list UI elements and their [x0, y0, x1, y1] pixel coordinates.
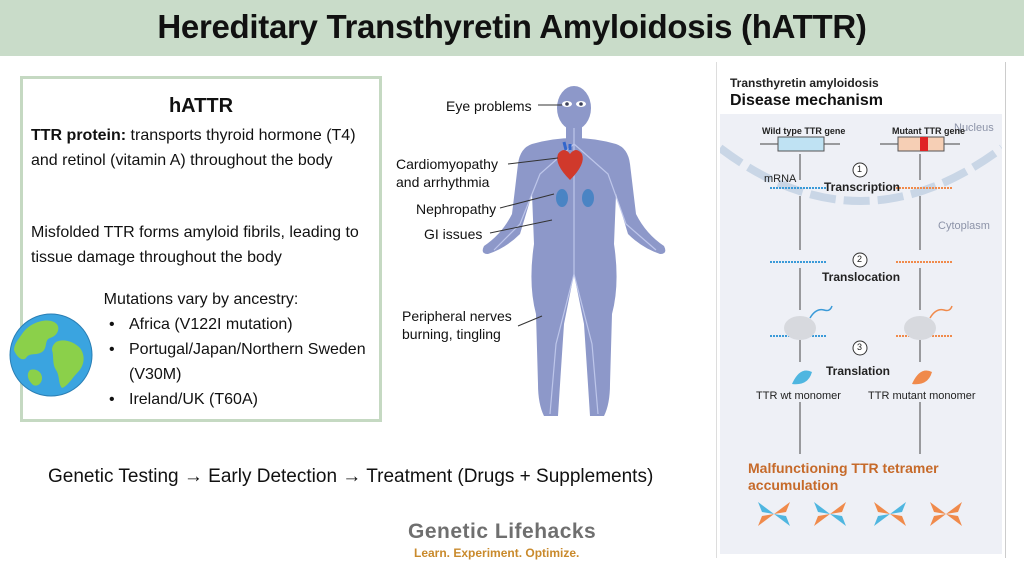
eye-problems-label: Eye problems — [446, 98, 532, 114]
malfunction-result-label: Malfunctioning TTR tetramer accumulation — [748, 460, 939, 493]
peripheral-nerves-label: Peripheral nerves — [402, 308, 512, 324]
mrna-label: mRNA — [764, 173, 797, 185]
transcription-label: Transcription — [824, 180, 901, 194]
cytoplasm-label: Cytoplasm — [938, 220, 990, 232]
translation-label: Translation — [826, 364, 891, 378]
nucleus-label: Nucleus — [954, 122, 994, 134]
info-box: hATTR TTR protein: transports thyroid ho… — [20, 76, 382, 422]
wild-type-gene-label: Wild type TTR gene — [762, 126, 846, 136]
ttr-protein-description: TTR protein: transports thyroid hormone … — [31, 123, 371, 173]
brand-name: Genetic Lifehacks — [408, 520, 597, 543]
globe-icon — [9, 313, 93, 397]
brand-tagline: Learn. Experiment. Optimize. — [414, 546, 580, 560]
misfold-description: Misfolded TTR forms amyloid fibrils, lea… — [31, 224, 359, 266]
mutant-gene-label: Mutant TTR gene — [892, 126, 965, 136]
workflow-text: Genetic Testing → Early Detection → Trea… — [48, 466, 654, 487]
label-leader-lines — [489, 104, 562, 327]
info-box-heading: hATTR — [168, 95, 234, 117]
page-title: Hereditary Transthyretin Amyloidosis (hA… — [157, 8, 867, 45]
gi-issues-label: GI issues — [424, 226, 483, 242]
mutations-heading: Mutations vary by ancestry: — [103, 291, 299, 308]
mechanism-diagram-area — [720, 114, 1002, 554]
cardiomyopathy-label: Cardiomyopathy — [396, 156, 498, 172]
mutations-list: Africa (V122I mutation) Portugal/Japan/N… — [109, 312, 371, 412]
wt-monomer-label: TTR wt monomer — [756, 390, 841, 402]
list-item: Africa (V122I mutation) — [109, 312, 371, 337]
mechanism-title: Disease mechanism — [730, 92, 883, 109]
list-item: Portugal/Japan/Northern Sweden (V30M) — [109, 337, 371, 387]
nephropathy-label: Nephropathy — [416, 201, 497, 217]
title-bar — [0, 0, 1024, 56]
list-item: Ireland/UK (T60A) — [109, 387, 371, 412]
translocation-label: Translocation — [822, 270, 901, 284]
ttr-protein-label: TTR protein: — [31, 127, 127, 144]
arrhythmia-label: and arrhythmia — [396, 174, 490, 190]
step-2-number: 2 — [857, 254, 863, 264]
mechanism-subtitle: Transthyretin amyloidosis — [730, 76, 879, 90]
ttr-protein-text: transports thyroid hormone (T4) and reti… — [31, 127, 356, 169]
mutant-monomer-label: TTR mutant monomer — [868, 390, 976, 402]
burning-tingling-label: burning, tingling — [402, 326, 501, 342]
human-body-figure — [482, 86, 666, 416]
mechanism-diagram — [720, 136, 1002, 526]
step-1-number: 1 — [857, 164, 863, 174]
step-3-number: 3 — [857, 342, 863, 352]
